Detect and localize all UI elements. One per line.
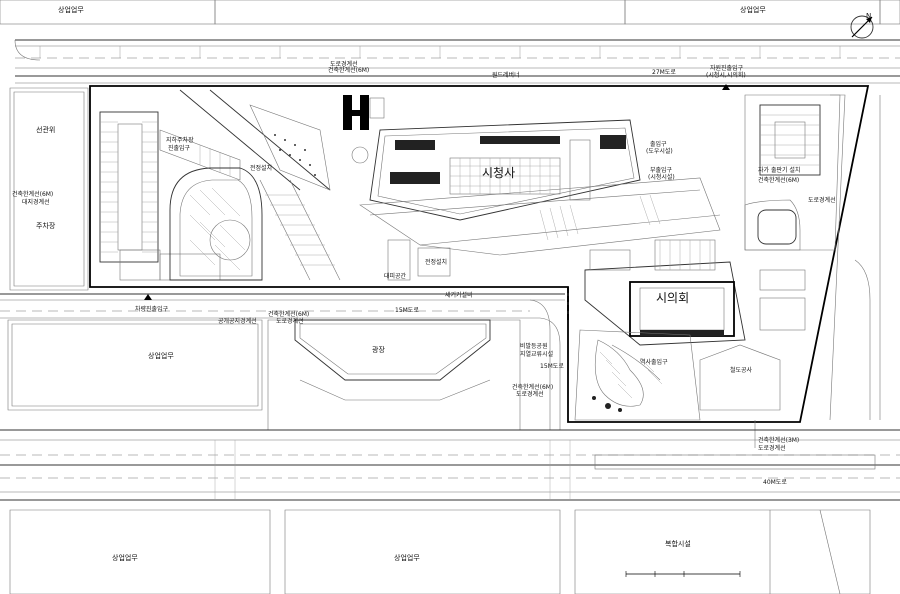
- west-block: 선관위 주차장 건축한계선(6M) 대지경계선: [9, 87, 89, 291]
- north-arrow-icon: N: [850, 12, 874, 39]
- east-small-label-2: 건축한계선(6M): [758, 176, 799, 184]
- building-line-mid-label: 건축한계선(6M): [268, 310, 309, 318]
- bottom-left-zone-label: 상업업무: [112, 553, 138, 562]
- station-label: 역사출입구: [640, 358, 668, 366]
- road-boundary-mid-label: 도로경계선: [276, 317, 304, 325]
- building-line-small-label: 건축한계선(6M): [328, 66, 369, 74]
- road-15m-label: 15M도로: [395, 307, 419, 314]
- west-curved-plaza: [169, 167, 263, 281]
- diagonal-walkway: 전정설치: [179, 89, 341, 281]
- sw-small-label-1: 건축한계선(6M): [512, 383, 553, 391]
- plaza-small-label-1: 비발등공원: [520, 342, 548, 350]
- vehicle-exit: 차량진출입구: [135, 294, 169, 313]
- entrance-east2-label: 부출입구: [650, 166, 673, 174]
- site-boundary: [89, 85, 870, 423]
- bottom-blocks: 상업업무 상업업무 복합시설: [9, 509, 871, 594]
- vehicle-entry-north: 자원진출입구 (시청시,시의회): [706, 64, 746, 90]
- sw-small-label-2: 도로경계선: [516, 390, 544, 398]
- exit-arrow-icon: [144, 294, 152, 300]
- south-road-40m: 40M도로: [0, 429, 900, 501]
- vehicle-exit-label: 차량진출입구: [135, 305, 169, 313]
- northeast-building: 자가 출판기 설치 건축한계선(6M) 도로경계선: [744, 94, 841, 251]
- entrance-east2-sub-label: (시청시설): [648, 173, 675, 181]
- north-small-label: 새기거설비: [445, 291, 473, 299]
- entry-arrow-icon: [722, 84, 730, 90]
- east-entrances: 출입구 (도우시설) 부출입구 (시청시설): [646, 140, 675, 181]
- center-small-label-1: 전정설치: [250, 164, 272, 172]
- mid-road-15m: 15M도로: [0, 293, 565, 430]
- east-small-label-1: 자가 출판기 설치: [758, 166, 800, 174]
- council-building: 시의회: [584, 239, 746, 346]
- road-boundary-small-label: 도로경계선: [330, 60, 358, 68]
- north-road-27m: 27M도로: [14, 39, 900, 84]
- plaza-label: 광장: [372, 345, 385, 354]
- h-shaped-structure: [343, 95, 385, 164]
- vehicle-entry-city-sub-label: (시청시,시의회): [706, 71, 746, 79]
- parking-lot: [99, 111, 221, 281]
- bottom-mid-zone-label: 상업업무: [394, 553, 420, 562]
- top-right-zone-label: 상업업무: [740, 5, 766, 14]
- entrance-east-sub-label: (도우시설): [646, 147, 673, 155]
- south-small-labels: 건축한계선(3M) 도로경계선: [754, 420, 799, 452]
- east-road: [829, 94, 881, 421]
- city-hall-label: 시청사: [482, 166, 515, 180]
- underground-parking-label: 지하주차장: [166, 136, 194, 144]
- road-27m-label: 27M도로: [652, 69, 676, 76]
- underground-parking-entrance: 지하주차장 진출입구: [159, 129, 241, 181]
- plaza-block: 광장: [267, 319, 521, 431]
- north-small-labels: 도로경계선 건축한계선(6M) 원드레버너: [328, 60, 520, 79]
- building-line-left-label: 건축한계선(6M): [12, 190, 53, 198]
- road-40m-label: 40M도로: [763, 479, 787, 486]
- council-label: 시의회: [656, 291, 689, 305]
- north-label: N: [866, 12, 871, 20]
- south-small-label-2: 도로경계선: [758, 444, 786, 452]
- vehicle-entry-city-label: 자원진출입구: [710, 64, 744, 72]
- east-small-label-3: 도로경계선: [808, 196, 836, 204]
- central-promenade: 전정설치 대피공간: [359, 177, 721, 281]
- mid-boundary-labels: 건축한계선(6M) 도로경계선 공개공지경계선: [218, 310, 309, 325]
- center-small-label-2: 전정설치: [425, 258, 447, 266]
- wind-channel-label: 원드레버너: [492, 71, 520, 79]
- entrance-east-label: 출입구: [650, 140, 667, 148]
- southwest-commercial: 상업업무: [7, 319, 263, 411]
- south-garden: 역사출입구 비발등공원 지열교류시설 15M도로 건축한계선(6M) 도로경계선: [512, 329, 701, 421]
- center-small-label-3: 대피공간: [384, 272, 407, 280]
- parking-label: 주차장: [36, 221, 56, 230]
- complex-facility-label: 복합시설: [665, 539, 691, 548]
- seonkwanwi-label: 선관위: [36, 125, 55, 134]
- road-15m-right-label: 15M도로: [540, 363, 564, 370]
- site-boundary-left-label: 대지경계선: [22, 198, 50, 206]
- left-mid-zone-label: 상업업무: [148, 351, 174, 360]
- city-hall-building: 시청사: [369, 119, 641, 221]
- plaza-small-label-2: 지열교류시설: [520, 350, 553, 358]
- top-left-zone-label: 상업업무: [58, 5, 84, 14]
- top-commercial-blocks: 상업업무 상업업무: [0, 0, 900, 25]
- underground-parking-sub-label: 진출입구: [168, 144, 191, 152]
- public-open-space-label: 공개공지경계선: [218, 317, 257, 325]
- east-lower-structures: 철도공사: [699, 269, 806, 411]
- scale-bar: [625, 571, 741, 577]
- railway-work-label: 철도공사: [730, 366, 753, 374]
